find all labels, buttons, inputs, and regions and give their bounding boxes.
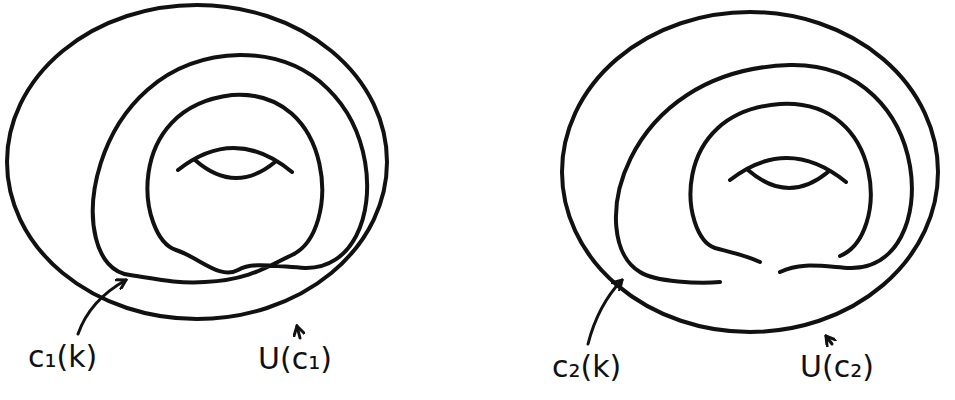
curve-label: U(c₁) xyxy=(258,342,332,375)
leader-arrow xyxy=(826,336,832,344)
curve-label: c₁(k) xyxy=(28,340,97,373)
curve-c1 xyxy=(93,55,367,282)
curve-label: c₂(k) xyxy=(552,350,621,383)
leader-arrow xyxy=(297,326,300,338)
torus-hole xyxy=(195,160,275,178)
curve-c2 xyxy=(616,65,912,283)
leader-arrow xyxy=(78,280,126,334)
torus-outline xyxy=(7,5,387,319)
leader-arrow xyxy=(588,280,622,344)
curve-c2 xyxy=(691,104,871,262)
torus-hole xyxy=(748,170,828,188)
curve-label: U(c₂) xyxy=(800,350,874,383)
